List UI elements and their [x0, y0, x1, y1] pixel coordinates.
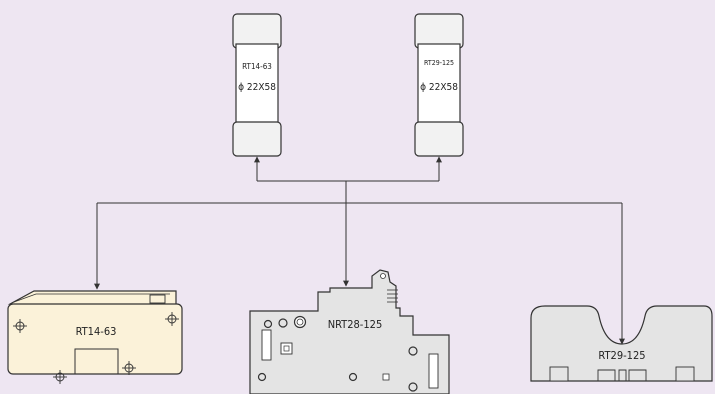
fuse-size-label: ϕ 22X58: [420, 82, 458, 93]
screw-hole: [257, 372, 267, 382]
holder-front-face: [7, 303, 183, 375]
fuse-size-label: ϕ 22X58: [238, 82, 276, 93]
center-contacts: [597, 369, 647, 381]
screw-hole-inner: [296, 318, 304, 326]
fuse-body: [235, 43, 279, 125]
screw-icon: [53, 370, 67, 384]
fuse-model-label: RT29-125: [424, 59, 454, 67]
holder-nrt28-125: NRT28-125: [249, 269, 450, 394]
screw-icon: [13, 319, 27, 333]
holder-rt14-63: RT14-63: [7, 290, 183, 384]
holder-rt29-125: RT29-125: [530, 305, 713, 382]
contact-slot: [428, 353, 439, 389]
foot-slot: [549, 366, 569, 382]
indicator-window: [280, 342, 293, 355]
fuse-rt29-125: RT29-125 ϕ 22X58: [414, 13, 464, 157]
fuse-rt14-63: RT14-63 ϕ 22X58: [232, 13, 282, 157]
holder-notch: [74, 348, 119, 374]
fuse-bottom-cap: [414, 121, 464, 157]
screw-icon: [122, 361, 136, 375]
screw-hole: [408, 382, 418, 392]
fuse-top-cap: [232, 13, 282, 49]
fuse-top-cap: [414, 13, 464, 49]
screw-hole: [348, 372, 358, 382]
latch-pin: [380, 273, 386, 279]
holder-body: [530, 305, 713, 382]
fuse-bottom-cap: [232, 121, 282, 157]
foot-slot: [675, 366, 695, 382]
holder-label: RT29-125: [598, 349, 645, 362]
fuse-body: [417, 43, 461, 125]
holder-slot: [149, 294, 166, 304]
screw-hole: [263, 319, 273, 329]
fuse-model-label: RT14-63: [242, 62, 272, 71]
holder-label: NRT28-125: [328, 318, 383, 331]
screw-hole: [408, 346, 418, 356]
connector-lines: [94, 156, 625, 345]
holder-body: [249, 269, 450, 394]
small-square: [382, 373, 390, 381]
holder-label: RT14-63: [76, 325, 117, 338]
screw-hole: [278, 318, 288, 328]
holder-top-edge: [13, 293, 170, 303]
screw-icon: [165, 312, 179, 326]
indicator-inner: [283, 345, 290, 352]
screw-hole-large: [293, 315, 307, 329]
terminal-ribs: [387, 289, 398, 303]
contact-slot: [261, 329, 272, 361]
